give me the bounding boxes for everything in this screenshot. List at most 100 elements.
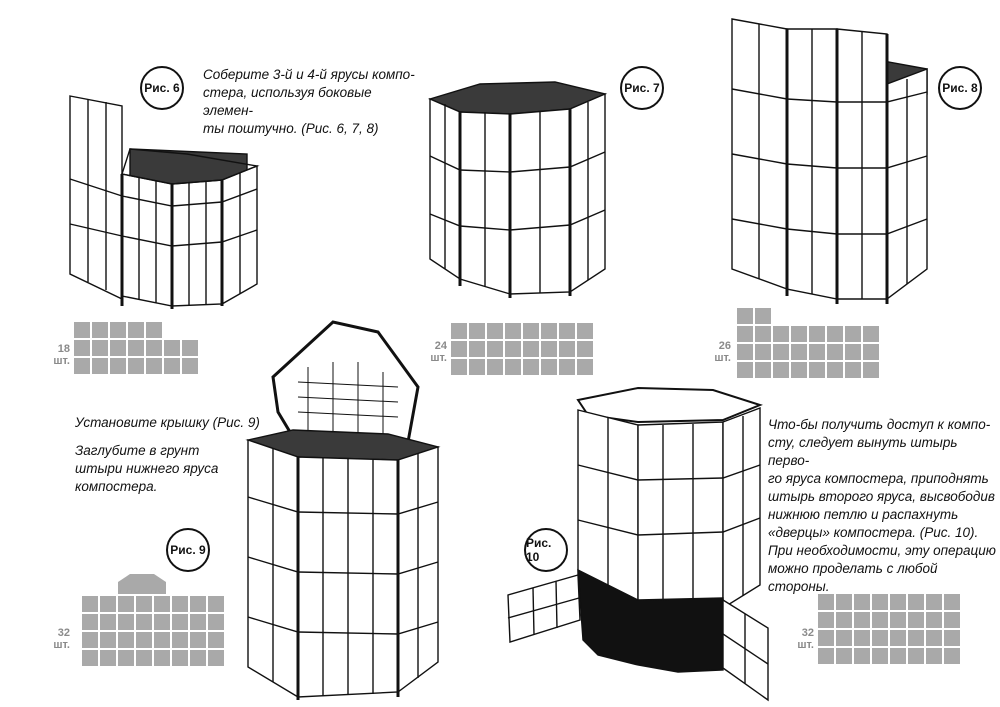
fig6-composter-illustration xyxy=(69,95,260,309)
part-tile xyxy=(908,630,924,646)
part-tile xyxy=(791,344,807,360)
instruction-access-line: «дверцы» компостера. (Рис. 10). xyxy=(768,525,979,540)
fig6-parts-grid xyxy=(74,322,200,376)
part-tile xyxy=(110,358,126,374)
part-tile xyxy=(908,612,924,628)
part-tile xyxy=(182,340,198,356)
part-tile xyxy=(154,596,170,612)
part-tile xyxy=(926,630,942,646)
part-tile xyxy=(890,612,906,628)
part-tile xyxy=(836,594,852,610)
part-tile xyxy=(863,344,879,360)
part-tile xyxy=(505,341,521,357)
part-tile xyxy=(890,630,906,646)
fig7-badge: Рис. 7 xyxy=(620,66,664,110)
part-tile xyxy=(487,359,503,375)
fig8-badge: Рис. 8 xyxy=(938,66,982,110)
part-tile xyxy=(737,344,753,360)
fig6-badge: Рис. 6 xyxy=(140,66,184,110)
part-tile xyxy=(128,358,144,374)
part-tile xyxy=(92,358,108,374)
part-tile xyxy=(818,648,834,664)
part-tile xyxy=(818,612,834,628)
part-tile xyxy=(926,594,942,610)
part-tile xyxy=(854,630,870,646)
part-tile xyxy=(100,650,116,666)
part-tile xyxy=(809,362,825,378)
part-tile xyxy=(541,323,557,339)
part-tile xyxy=(110,340,126,356)
fig6-count-number: 18 xyxy=(57,343,70,355)
part-tile xyxy=(74,358,90,374)
fig8-label: Рис. 8 xyxy=(942,81,978,95)
fig10-label: Рис. 10 xyxy=(526,536,552,564)
part-tile xyxy=(208,650,224,666)
fig8-count-number: 26 xyxy=(718,340,731,352)
fig9-badge: Рис. 9 xyxy=(166,528,210,572)
part-tile xyxy=(755,344,771,360)
part-tile xyxy=(74,340,90,356)
part-tile xyxy=(451,341,467,357)
instruction-pins-line: Заглубите в грунт xyxy=(75,443,200,458)
part-tile xyxy=(944,594,960,610)
instruction-access-line: сту, следует вынуть штырь перво- xyxy=(768,435,958,468)
part-tile xyxy=(809,344,825,360)
part-tile xyxy=(854,594,870,610)
part-tile xyxy=(164,358,180,374)
part-tile xyxy=(872,630,888,646)
fig7-count-unit: шт. xyxy=(430,352,447,364)
part-tile xyxy=(577,341,593,357)
part-tile xyxy=(172,614,188,630)
fig10-count-number: 32 xyxy=(801,627,814,639)
part-tile xyxy=(164,340,180,356)
part-tile xyxy=(845,344,861,360)
part-tile xyxy=(208,596,224,612)
part-tile xyxy=(136,650,152,666)
part-tile xyxy=(208,614,224,630)
part-tile xyxy=(872,594,888,610)
fig7-parts-grid xyxy=(451,323,595,377)
part-tile xyxy=(128,340,144,356)
fig6-label: Рис. 6 xyxy=(144,81,180,95)
part-tile xyxy=(845,362,861,378)
fig7-count: 24 шт. xyxy=(419,340,447,364)
instruction-access-line: можно проделать с любой стороны. xyxy=(768,561,938,594)
fig7-label: Рис. 7 xyxy=(624,81,660,95)
part-tile xyxy=(523,341,539,357)
part-tile xyxy=(451,323,467,339)
part-tile xyxy=(926,612,942,628)
part-tile xyxy=(82,632,98,648)
part-tile xyxy=(577,359,593,375)
part-tile xyxy=(118,614,134,630)
part-tile xyxy=(773,326,789,342)
fig7-composter-illustration xyxy=(427,81,608,298)
part-tile xyxy=(872,612,888,628)
fig6-count-unit: шт. xyxy=(53,355,70,367)
part-tile xyxy=(944,630,960,646)
part-tile xyxy=(926,648,942,664)
fig10-parts-grid xyxy=(818,594,962,666)
fig9-composter-illustration xyxy=(245,320,441,700)
instruction-tiers-line: стера, используя боковые элемен- xyxy=(203,85,372,118)
part-tile xyxy=(469,341,485,357)
part-tile xyxy=(190,632,206,648)
fig10-badge: Рис. 10 xyxy=(524,528,568,572)
part-tile xyxy=(172,596,188,612)
fig8-count-unit: шт. xyxy=(714,352,731,364)
instruction-pins: Заглубите в грунт штыри нижнего яруса ко… xyxy=(75,442,275,496)
part-tile xyxy=(100,596,116,612)
part-tile xyxy=(836,648,852,664)
part-tile xyxy=(836,612,852,628)
fig8-parts-grid xyxy=(737,308,881,380)
part-tile xyxy=(208,632,224,648)
part-tile xyxy=(854,648,870,664)
part-tile xyxy=(82,596,98,612)
part-tile xyxy=(182,358,198,374)
part-tile xyxy=(154,632,170,648)
fig9-parts-grid xyxy=(82,596,226,668)
fig9-label: Рис. 9 xyxy=(170,543,206,557)
fig7-count-number: 24 xyxy=(434,340,447,352)
part-tile xyxy=(737,362,753,378)
part-tile xyxy=(559,323,575,339)
part-tile xyxy=(755,362,771,378)
